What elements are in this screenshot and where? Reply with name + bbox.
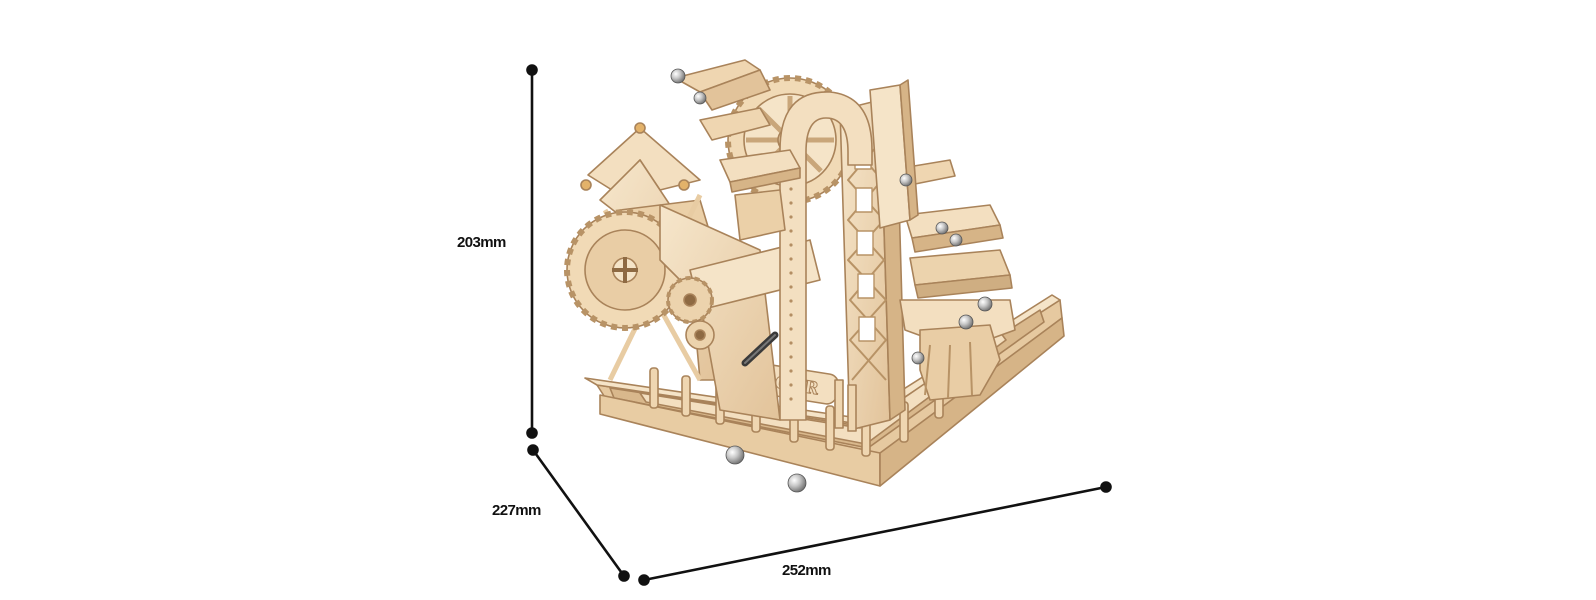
- back-shelf: [699, 107, 801, 241]
- marble: [899, 173, 913, 187]
- marble: [911, 351, 925, 365]
- right-top-post: [869, 79, 919, 229]
- height-bottom-dot: [526, 427, 538, 439]
- height-top-dot: [526, 64, 538, 76]
- hand-crank: [741, 331, 779, 367]
- top-chute: [674, 59, 771, 111]
- width-right-dot: [1100, 481, 1112, 493]
- marble: [958, 314, 974, 330]
- width-dimension-label: 252mm: [782, 562, 831, 579]
- marble: [935, 221, 949, 235]
- depth-dimension-line: [531, 449, 626, 577]
- depth-dimension-label: 227mm: [492, 502, 541, 519]
- depth-bottom-dot: [618, 570, 630, 582]
- marble-run-model: ROKR: [564, 59, 1065, 487]
- marble: [949, 233, 963, 247]
- height-dimension-label: 203mm: [457, 234, 506, 251]
- marble: [787, 473, 807, 493]
- marble: [670, 68, 686, 84]
- marble: [977, 296, 993, 312]
- width-left-dot: [638, 574, 650, 586]
- marble: [693, 91, 707, 105]
- lift-arm: [779, 91, 873, 421]
- width-dimension-line: [643, 485, 1107, 582]
- front-posts: [834, 379, 857, 432]
- dimension-lines: [526, 64, 1112, 586]
- marble: [725, 445, 745, 465]
- marbles: [670, 68, 993, 493]
- depth-top-dot: [527, 444, 539, 456]
